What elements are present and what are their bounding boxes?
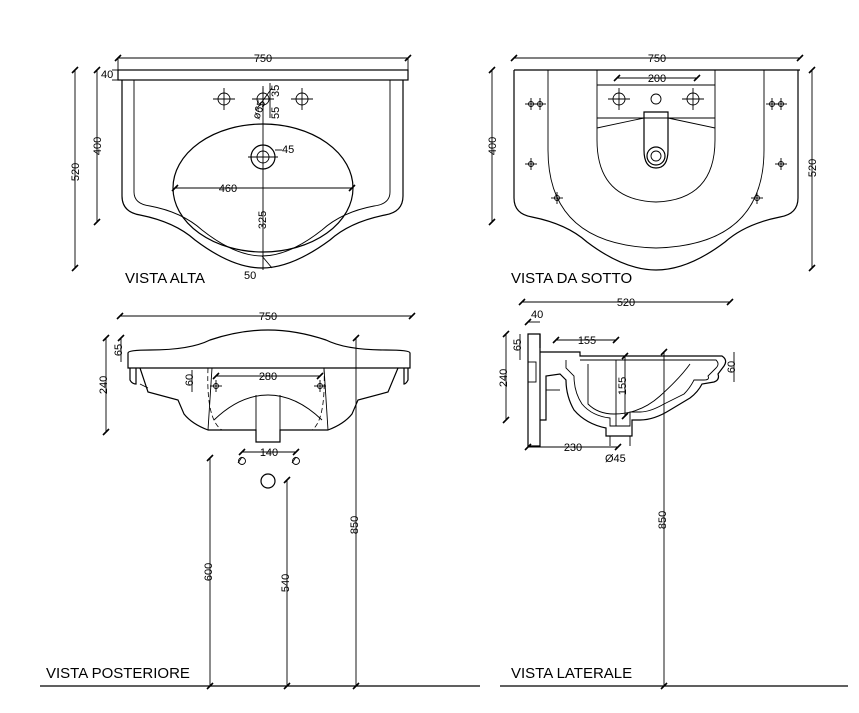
- dim-rear-h540: 540: [280, 574, 292, 592]
- rear-fixing-right: [313, 379, 327, 393]
- title-vista-laterale: VISTA LATERALE: [511, 665, 632, 682]
- dim-side-230: 230: [564, 442, 582, 454]
- dim-side-155-vertical: 155: [617, 377, 629, 395]
- title-vista-da-sotto: VISTA DA SOTTO: [511, 270, 632, 287]
- dim-side-65: 65: [512, 339, 524, 351]
- under-tap-hole-center: [650, 93, 662, 105]
- view-side: 520 40 155 65 240 155 60 230 Ø45: [498, 297, 848, 690]
- rear-body-outline: [129, 367, 409, 443]
- top-basin-outline: [121, 80, 404, 269]
- view-under: 750 200 400 520 VISTA DA SOTTO: [487, 53, 819, 287]
- dim-top-tap-a: 55: [270, 107, 282, 119]
- dim-rear-pipe: 140: [260, 447, 278, 459]
- dim-rear-hole: 60: [184, 374, 196, 386]
- dim-top-lip: 40: [101, 69, 113, 81]
- dim-under-inner: 200: [648, 73, 666, 85]
- rear-top-outline: [127, 329, 411, 369]
- under-tap-hole-right: [681, 87, 705, 111]
- top-tap-hole-right: [290, 87, 314, 111]
- dim-top-drain: 45: [282, 144, 294, 156]
- dim-side-155-horizontal: 155: [578, 335, 596, 347]
- dim-top-tap-diameter: ø65: [251, 99, 269, 121]
- dim-side-depth: 520: [617, 297, 635, 309]
- side-wall-plate: [527, 333, 541, 447]
- dim-rear-lip: 65: [113, 344, 125, 356]
- dim-top-front: 50: [244, 270, 256, 282]
- side-outline: [540, 351, 727, 437]
- dim-rear-h600: 600: [203, 563, 215, 581]
- top-lip-outline: [117, 69, 409, 81]
- dim-top-depth-outer: 520: [70, 163, 82, 181]
- dim-top-width: 750: [254, 53, 272, 65]
- dim-under-depth-right: 520: [807, 159, 819, 177]
- dim-side-240: 240: [498, 369, 510, 387]
- view-rear: 750 65 240 60 280 140 600 540: [40, 311, 480, 690]
- dim-rear-fixing: 280: [259, 371, 277, 383]
- dim-rear-height: 240: [98, 376, 110, 394]
- dim-side-850: 850: [657, 511, 669, 529]
- dim-side-60: 60: [726, 361, 738, 373]
- under-outline: [513, 70, 799, 271]
- view-top: 750 40 520 400 ø65 55 35 45 460 325 50 V…: [70, 53, 412, 287]
- under-tap-hole-left: [607, 87, 631, 111]
- dim-side-drain: Ø45: [605, 453, 626, 465]
- dim-top-bowl-depth: 325: [257, 211, 269, 229]
- under-bowl-outline: [596, 70, 716, 203]
- dim-top-depth-inner: 400: [92, 137, 104, 155]
- dim-side-lip: 40: [531, 309, 543, 321]
- dim-rear-h850: 850: [349, 516, 361, 534]
- under-drain-spigot: [643, 111, 669, 169]
- dim-top-bowl-width: 460: [219, 183, 237, 195]
- rear-hidden-lines: [207, 367, 325, 431]
- under-shell-outline: [547, 70, 765, 249]
- top-tap-hole-left: [212, 87, 236, 111]
- side-bowl-curve: [587, 363, 691, 415]
- dim-rear-width: 750: [259, 311, 277, 323]
- dim-under-depth-left: 400: [487, 137, 499, 155]
- rear-fixing-left: [209, 379, 223, 393]
- rear-drain-outlet: [260, 473, 276, 489]
- title-vista-alta: VISTA ALTA: [125, 270, 205, 287]
- title-vista-posteriore: VISTA POSTERIORE: [46, 665, 190, 682]
- rear-bowl-curve: [213, 394, 323, 421]
- dim-top-tap-b: 35: [270, 85, 282, 97]
- dim-under-width: 750: [648, 53, 666, 65]
